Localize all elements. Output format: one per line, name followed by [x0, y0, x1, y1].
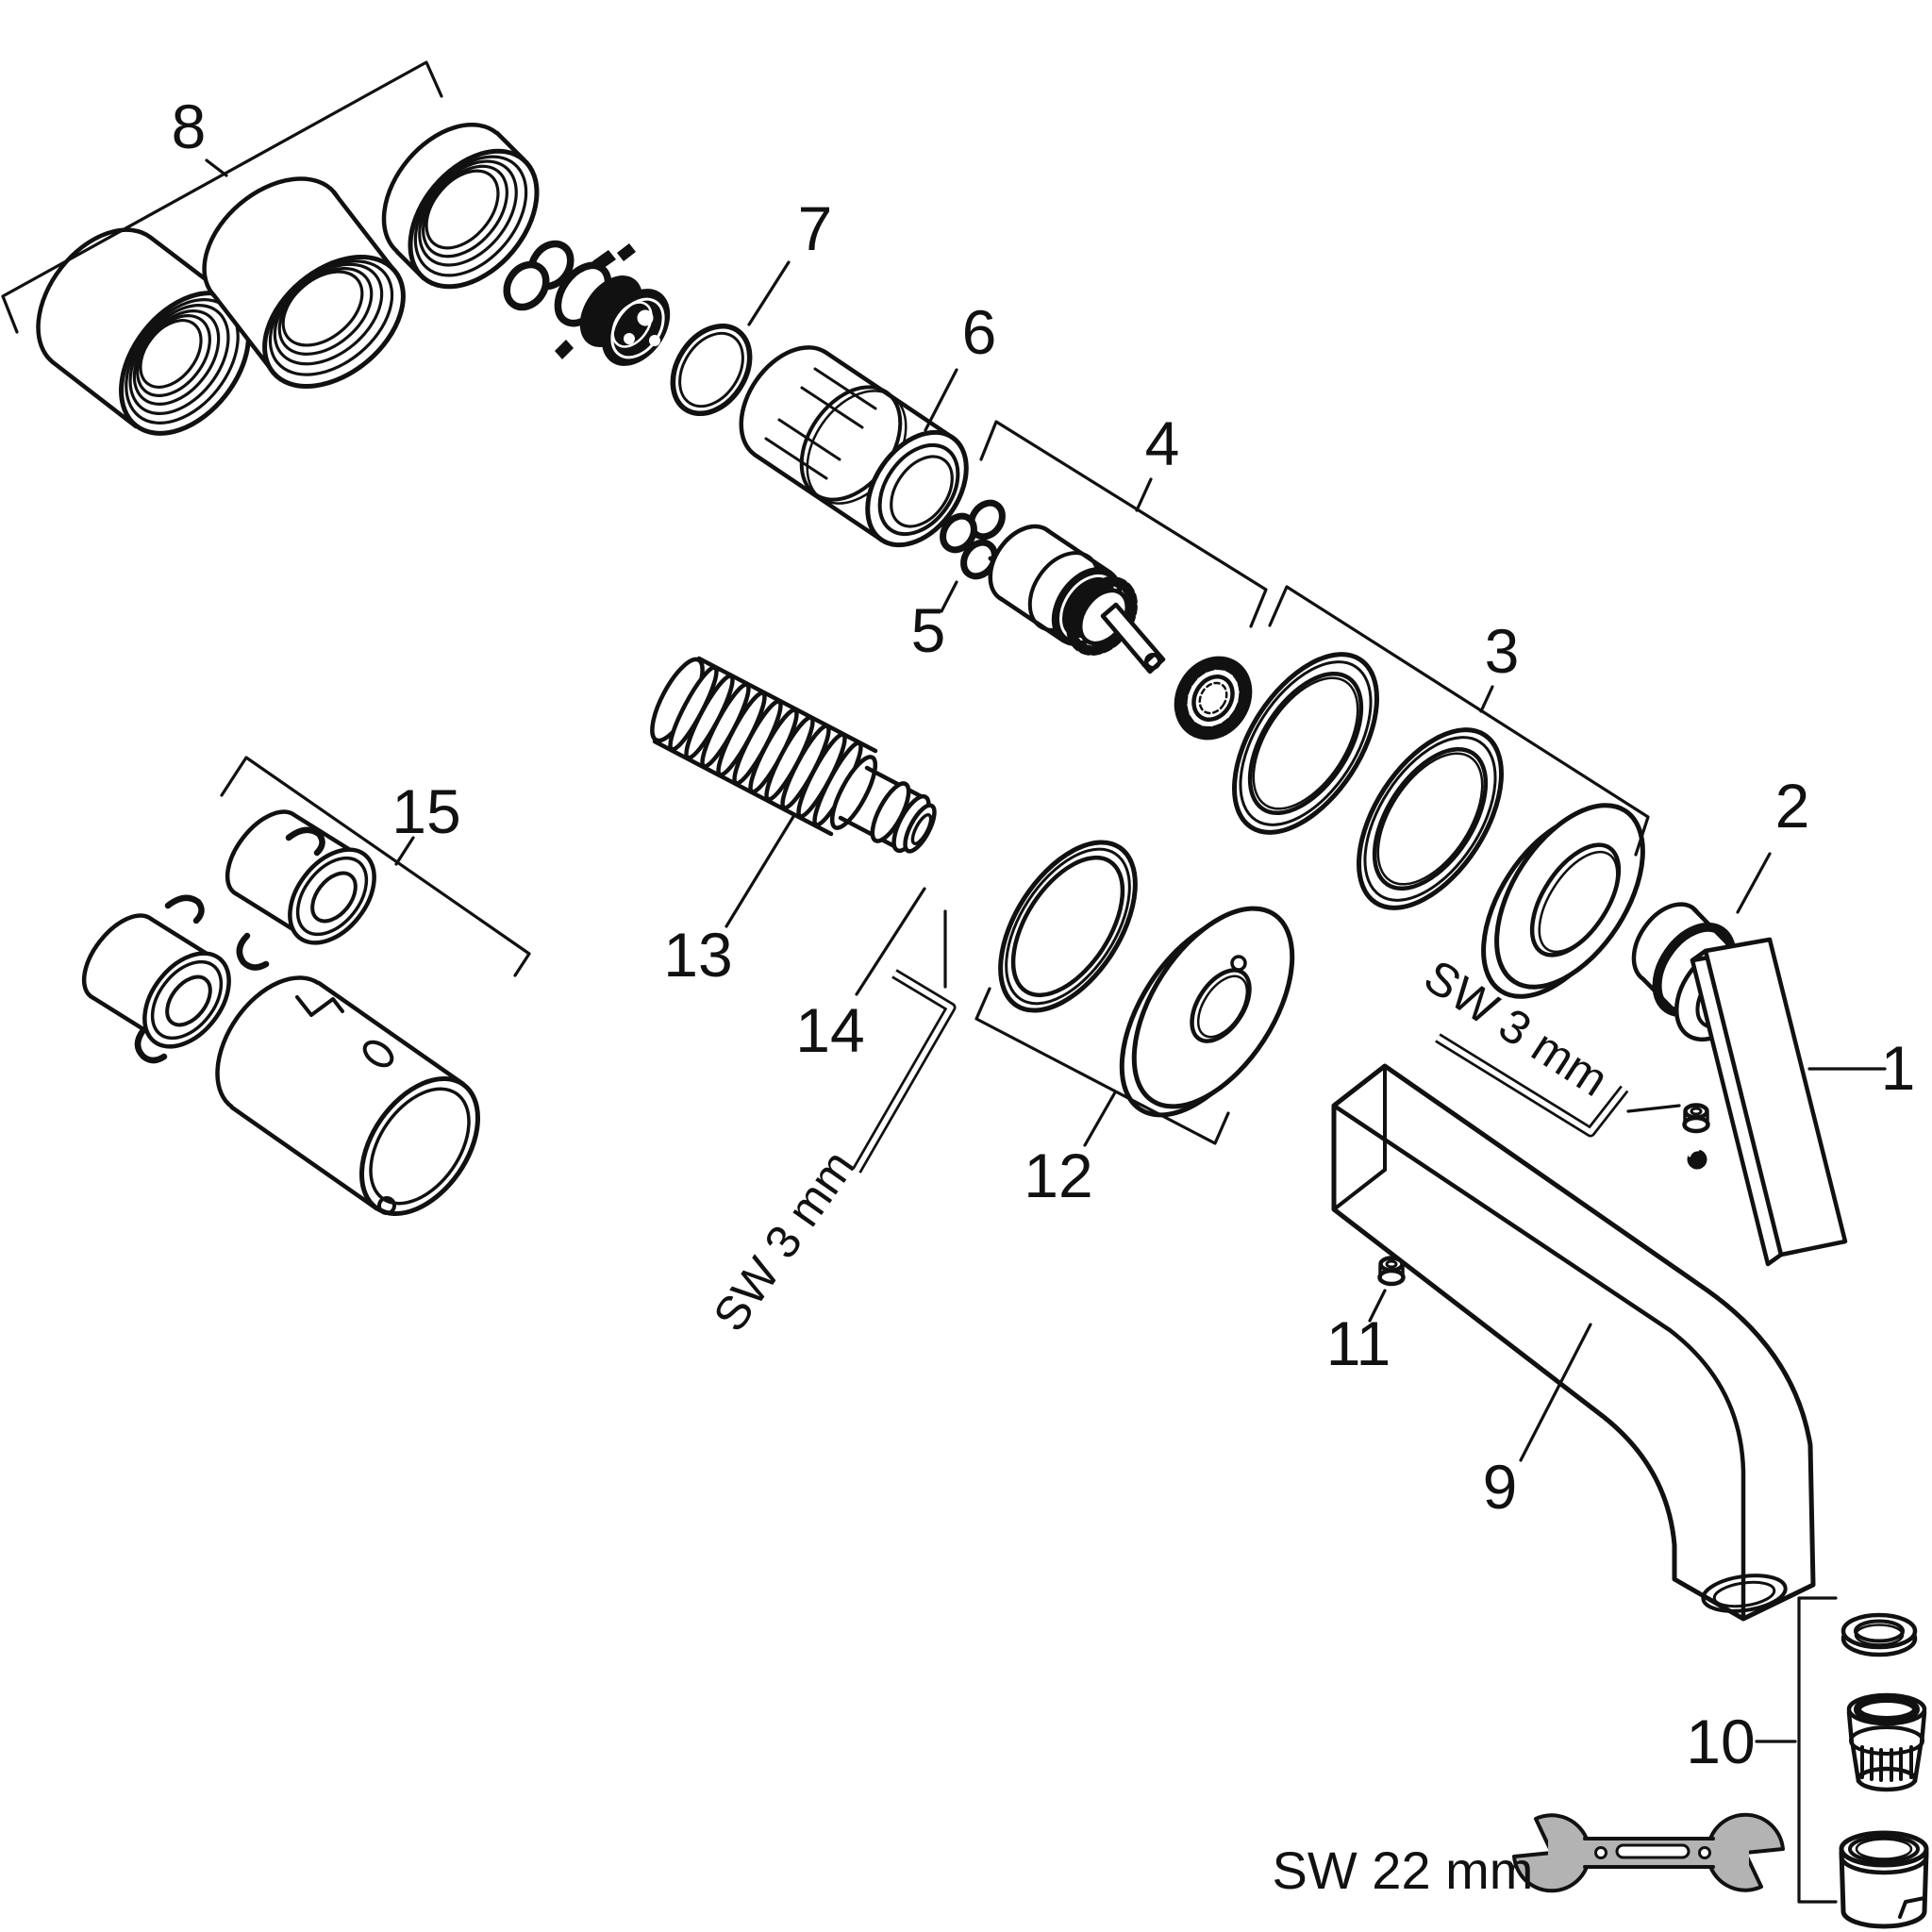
part-label-14: 14 — [795, 995, 864, 1065]
handle-screw-plug — [1687, 1148, 1707, 1170]
leader-15 — [394, 836, 415, 866]
leader-13 — [724, 813, 796, 928]
part-12-escutcheon-set — [998, 840, 1295, 1118]
part-label-2: 2 — [1775, 771, 1810, 841]
bracket-3 — [1268, 585, 1650, 857]
part-label-13: 13 — [663, 920, 732, 990]
leader-8 — [205, 158, 228, 177]
leader-14 — [855, 887, 926, 996]
handle-setscrew — [1682, 1103, 1710, 1134]
part-label-11: 11 — [1326, 1308, 1391, 1378]
part-label-9: 9 — [1483, 1452, 1518, 1522]
part-4-cartridge — [988, 524, 1253, 741]
callouts — [1, 60, 1887, 1904]
bracket-4 — [979, 420, 1268, 628]
leader-9 — [1519, 1323, 1592, 1462]
part-label-15: 15 — [391, 776, 460, 846]
annotation-sw22-wrench: SW 22 mm — [1273, 1840, 1534, 1900]
bracket-8 — [1, 60, 443, 334]
clip-hook — [285, 826, 325, 857]
part-6-sleeve — [739, 345, 969, 548]
leader-5 — [940, 580, 958, 613]
clip-hook — [164, 894, 205, 924]
part-1-handle-lever — [1690, 937, 1848, 1267]
tool-hex-key-handle — [1435, 1033, 1629, 1138]
leader-12 — [1083, 1091, 1117, 1147]
bracket-12 — [974, 987, 1230, 1145]
part-8-sleeve-set — [36, 122, 540, 436]
part-10-aerator-set — [1839, 1612, 1929, 1929]
part-15-valve-set — [81, 809, 481, 1217]
annotation-sw3-hose: SW 3 mm — [703, 1141, 865, 1341]
part-label-8: 8 — [172, 92, 207, 161]
part-label-3: 3 — [1485, 616, 1520, 686]
part-label-10: 10 — [1686, 1707, 1755, 1776]
tool-hex-key-hose — [852, 969, 957, 1174]
leader-3 — [1479, 685, 1494, 713]
part-label-4: 4 — [1145, 408, 1180, 478]
leader-7 — [747, 260, 791, 326]
clip-hook — [236, 932, 270, 971]
part-labels: 1 2 3 4 5 6 7 8 9 10 11 12 13 14 15 — [172, 92, 1916, 1776]
tool-wrench — [1512, 1812, 1785, 1893]
part-11-screw — [1377, 1256, 1406, 1287]
leader-2 — [1736, 852, 1772, 914]
part-label-7: 7 — [798, 193, 833, 263]
part-label-6: 6 — [962, 297, 997, 367]
leader-6 — [924, 368, 958, 432]
leader-11 — [1368, 1289, 1387, 1323]
bracket-15 — [220, 756, 531, 977]
o-ring-pair — [503, 240, 575, 311]
part-label-12: 12 — [1024, 1141, 1092, 1210]
part-7-o-ring — [670, 323, 753, 417]
clip-hook — [134, 1026, 168, 1064]
part-13-hose — [650, 656, 937, 854]
part-3-escutcheon-rings — [1232, 652, 1645, 999]
bracket-10 — [1797, 1596, 1838, 1904]
leader-tool-handle — [1626, 1104, 1681, 1113]
part-label-1: 1 — [1881, 1033, 1916, 1103]
part-9-spout — [1331, 1063, 1816, 1622]
part-label-5: 5 — [911, 595, 946, 665]
retainer-adapter — [554, 243, 671, 366]
leader-4 — [1135, 477, 1153, 512]
